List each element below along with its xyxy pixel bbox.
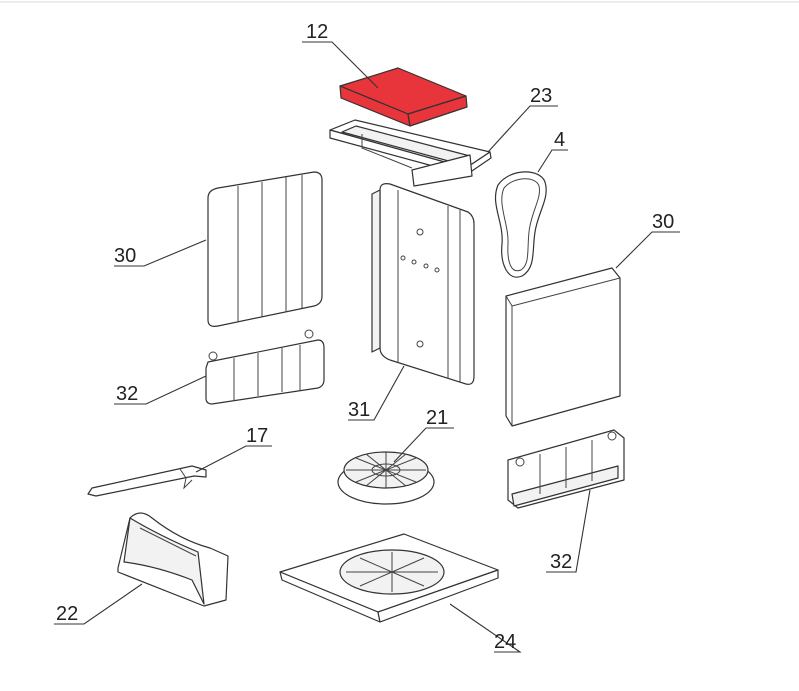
callout-30-right-label: 30 — [652, 211, 674, 233]
part-22-scoop[interactable] — [117, 512, 229, 607]
part-21-round-grate[interactable] — [337, 451, 435, 505]
callout-32-left-label: 32 — [116, 383, 138, 405]
callout-17: 17 — [195, 425, 272, 473]
callout-21: 21 — [393, 407, 454, 463]
callout-24: 24 — [449, 603, 522, 653]
callout-22: 22 — [54, 583, 143, 625]
callout-23: 23 — [487, 85, 558, 153]
part-4-gasket[interactable] — [494, 171, 547, 278]
callout-24-label: 24 — [494, 631, 516, 653]
part-31-back-panel[interactable] — [371, 183, 475, 385]
callout-30-left-label: 30 — [114, 245, 136, 267]
callout-17-label: 17 — [246, 425, 268, 447]
callout-23-label: 23 — [530, 85, 552, 107]
callout-31-label: 31 — [348, 399, 370, 421]
callout-32-right: 32 — [546, 489, 591, 573]
callout-30-right: 30 — [615, 211, 680, 269]
part-30-right-panel[interactable] — [505, 267, 621, 427]
part-12-top-plate[interactable] — [339, 67, 468, 127]
part-32-right-panel[interactable] — [507, 429, 625, 509]
part-17-bar[interactable] — [87, 465, 207, 497]
callout-12-label: 12 — [306, 21, 328, 43]
callout-31: 31 — [348, 365, 405, 421]
callout-22-label: 22 — [56, 603, 78, 625]
callout-12: 12 — [302, 21, 379, 89]
callout-32-right-label: 32 — [550, 551, 572, 573]
part-32-left-panel[interactable] — [205, 329, 325, 405]
callout-32-left: 32 — [114, 375, 207, 405]
part-24-base-plate[interactable] — [279, 533, 499, 623]
callout-21-label: 21 — [426, 407, 448, 429]
part-23-frame[interactable] — [329, 119, 492, 187]
callout-30-left: 30 — [114, 239, 207, 267]
callout-4: 4 — [537, 129, 568, 173]
part-30-left-panel[interactable] — [207, 171, 323, 327]
callout-4-label: 4 — [554, 129, 565, 151]
